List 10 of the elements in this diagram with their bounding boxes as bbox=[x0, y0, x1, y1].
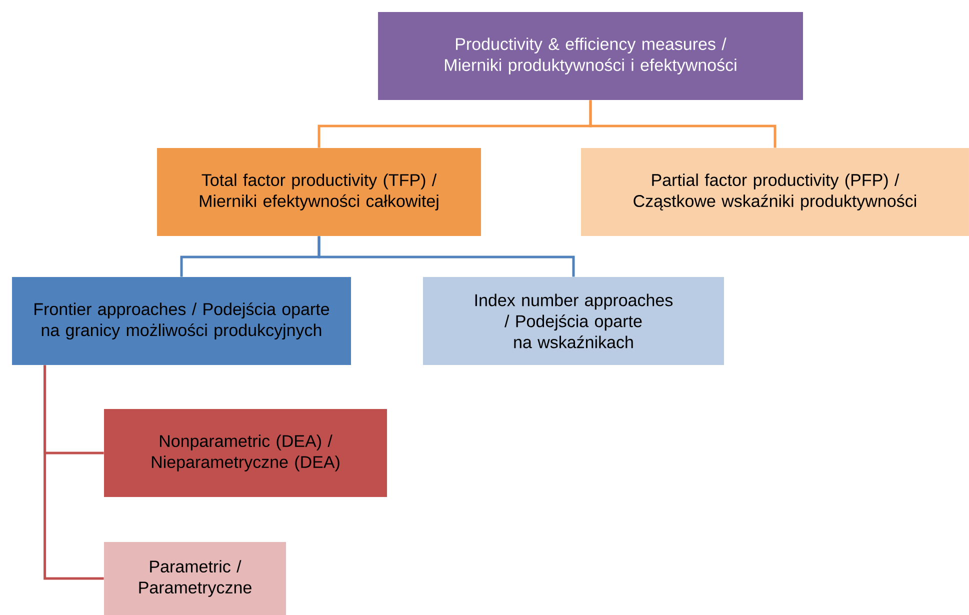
category-box: Index number approaches / Podejścia oparte na wskaźnikach bbox=[423, 277, 724, 365]
category-box: Partial factor productivity (PFP) / Cząstkowe wskaźniki produktywności bbox=[581, 148, 969, 236]
connector-line bbox=[318, 236, 575, 277]
category-box: Frontier approaches / Podejścia oparte na granicy możliwości produkcyjnych bbox=[12, 277, 351, 365]
connector-line bbox=[44, 365, 104, 580]
category-box: Parametric / Parametryczne bbox=[104, 542, 286, 615]
connector-line bbox=[589, 100, 776, 148]
category-box: Total factor productivity (TFP) / Mierniki efektywności całkowitej bbox=[157, 148, 481, 236]
category-box: Productivity & efficiency measures / Mierniki produktywności i efektywności bbox=[378, 12, 803, 100]
category-box: Nonparametric (DEA) / Nieparametryczne (DEA) bbox=[104, 409, 387, 497]
